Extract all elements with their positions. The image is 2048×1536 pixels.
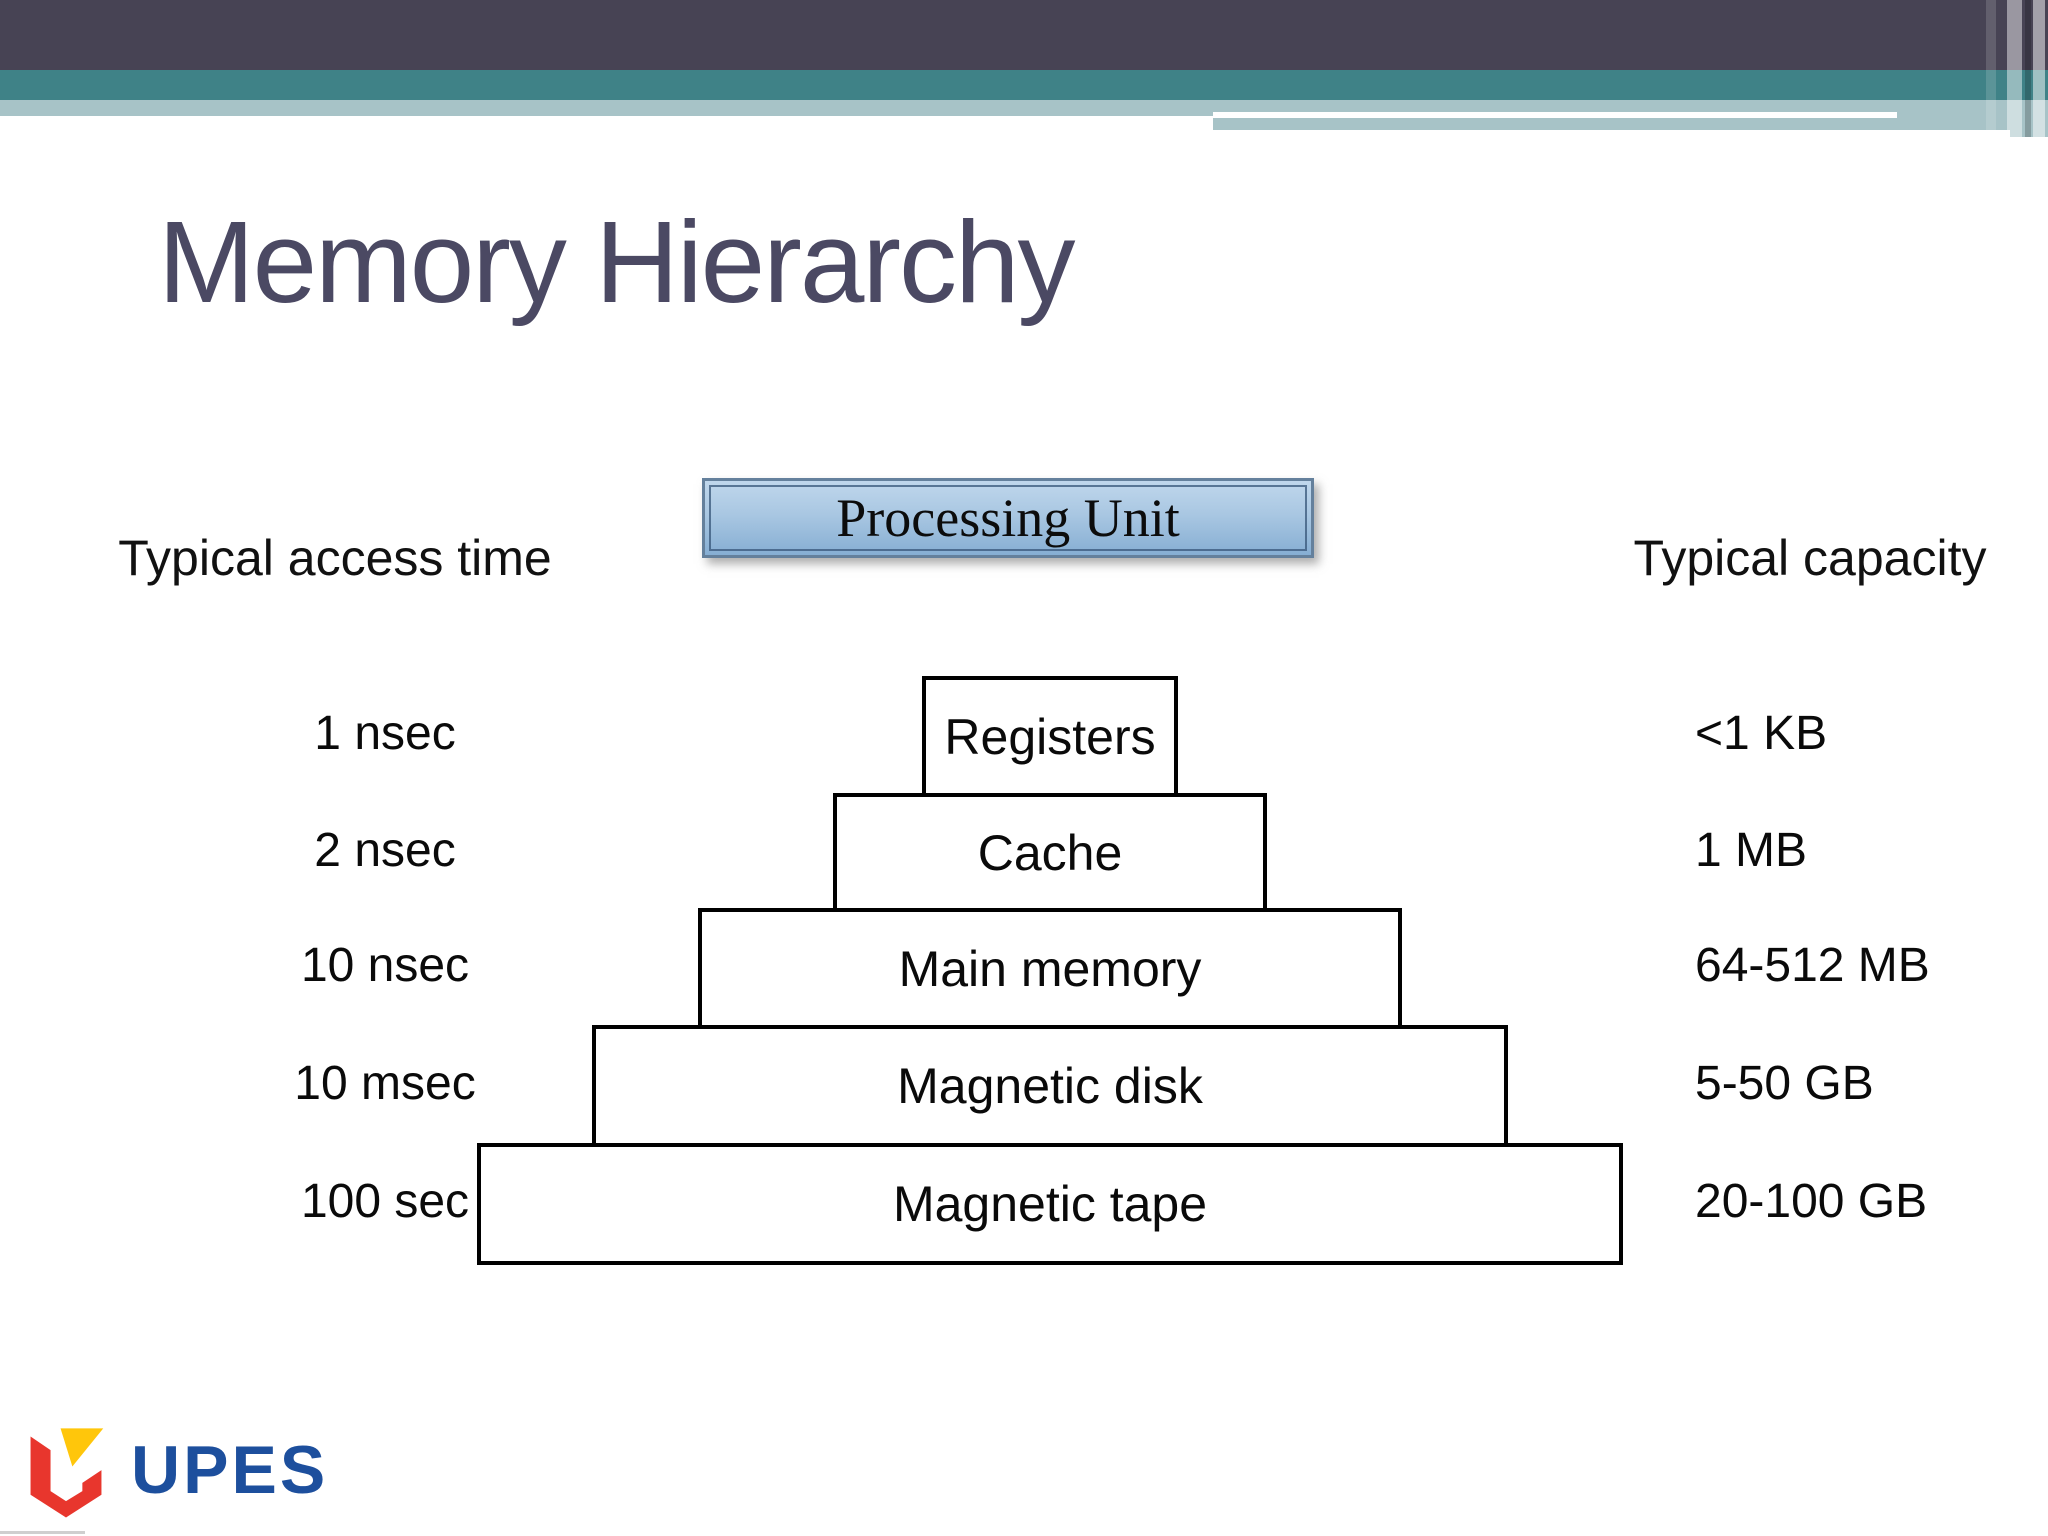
pyramid-level-magnetic-disk: Magnetic disk <box>592 1025 1508 1147</box>
pyramid-level-cache-label: Cache <box>977 824 1123 881</box>
access-time-column-header: Typical access time <box>118 530 552 586</box>
capacity-label-main-memory: 64-512 MB <box>1695 939 1930 992</box>
access-time-label-cache: 2 nsec <box>314 824 456 877</box>
access-time-label-magnetic-disk: 10 msec <box>294 1057 476 1110</box>
upes-logo-mark-icon <box>30 1428 104 1518</box>
header-vertical-stripe <box>2033 0 2045 137</box>
access-time-label-main-memory: 10 nsec <box>300 939 470 992</box>
access-time-label-magnetic-tape: 100 sec <box>300 1175 470 1228</box>
pyramid-level-magnetic-disk-label: Magnetic disk <box>897 1058 1203 1114</box>
capacity-label-cache: 1 MB <box>1695 824 1808 877</box>
header-dark-bar <box>0 0 2048 70</box>
header-vertical-stripe <box>2007 0 2022 137</box>
pyramid-level-magnetic-tape: Magnetic tape <box>477 1143 1623 1265</box>
header-vertical-stripe <box>2025 0 2031 137</box>
capacity-column-header: Typical capacity <box>1633 530 1987 586</box>
upes-logo-text: UPES <box>131 1432 329 1508</box>
capacity-label-magnetic-tape: 20-100 GB <box>1695 1175 1928 1228</box>
processing-unit-label: Processing Unit <box>836 488 1180 548</box>
pyramid-level-main-memory-label: Main memory <box>898 940 1202 997</box>
pyramid-level-registers: Registers <box>922 676 1178 797</box>
pyramid-level-main-memory: Main memory <box>698 908 1402 1029</box>
header-gray-step <box>2010 130 2048 137</box>
pyramid-level-cache: Cache <box>833 793 1267 912</box>
header-teal-bar <box>0 70 2048 100</box>
pyramid-level-registers-label: Registers <box>944 708 1156 765</box>
capacity-label-magnetic-disk: 5-50 GB <box>1695 1057 1874 1110</box>
header-white-stripe <box>1213 112 1897 118</box>
pyramid-level-magnetic-tape-label: Magnetic tape <box>892 1176 1208 1232</box>
capacity-label-registers: <1 KB <box>1695 707 1828 760</box>
access-time-label-registers: 1 nsec <box>314 707 456 760</box>
upes-logo: UPES <box>26 1420 386 1520</box>
page-title: Memory Hierarchy <box>158 197 1075 327</box>
processing-unit-box: Processing Unit <box>702 478 1314 558</box>
header-gray-band-left <box>0 100 1213 116</box>
header-vertical-stripe <box>1986 0 1996 137</box>
bottom-edge-artifact <box>0 1531 85 1534</box>
